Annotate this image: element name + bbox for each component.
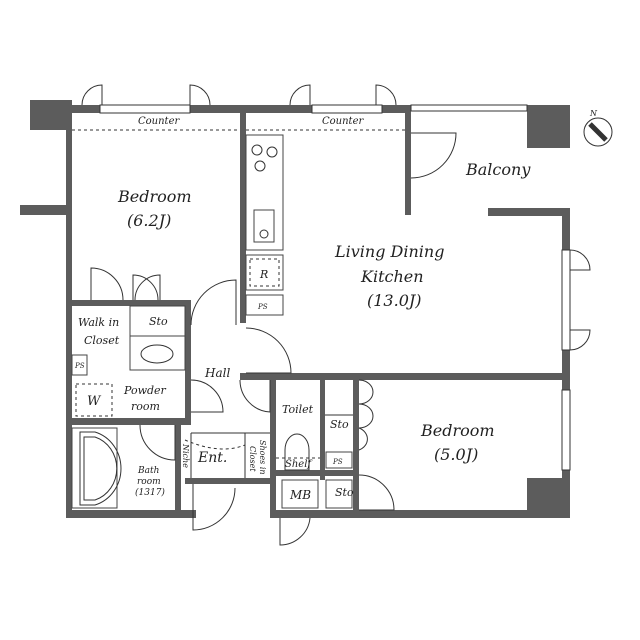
ps-label-1: PS bbox=[257, 303, 268, 311]
walk-in-closet-label-2: Closet bbox=[84, 334, 120, 347]
walls bbox=[20, 100, 570, 518]
mb-label: MB bbox=[289, 488, 311, 502]
bedroom2-label: Bedroom bbox=[420, 421, 495, 440]
counter-left-label: Counter bbox=[138, 116, 180, 127]
compass-icon: N bbox=[583, 109, 613, 147]
compass-north-label: N bbox=[589, 109, 598, 118]
bath-label-1: Bath bbox=[137, 466, 159, 476]
sto-label-3: Sto bbox=[335, 486, 354, 499]
shelf-label: Shelf bbox=[285, 459, 313, 470]
sto-label-1: Sto bbox=[149, 315, 168, 328]
ldk-label-1: Living Dining bbox=[334, 242, 444, 261]
shoes-closet-label-1: Shoes in bbox=[258, 440, 267, 475]
washer-label: W bbox=[87, 394, 102, 409]
bedroom1-size: (6.2J) bbox=[127, 211, 171, 230]
powder-room-label-2: room bbox=[131, 400, 160, 413]
hall-label: Hall bbox=[204, 366, 230, 380]
balcony-label: Balcony bbox=[465, 160, 531, 179]
refrigerator-label: R bbox=[259, 268, 268, 281]
ldk-size: (13.0J) bbox=[367, 291, 422, 310]
powder-room-label-1: Powder bbox=[123, 384, 167, 397]
toilet-label: Toilet bbox=[282, 403, 314, 416]
room-labels: Counter Counter Bedroom (6.2J) Balcony L… bbox=[74, 116, 531, 502]
ps-label-3: PS bbox=[332, 458, 343, 466]
ps-label-2: PS bbox=[74, 362, 85, 370]
windows bbox=[99, 104, 571, 471]
bath-label-2: room bbox=[137, 477, 161, 487]
bath-label-3: (1317) bbox=[135, 487, 165, 498]
niche-label: Niche bbox=[181, 443, 190, 468]
fixtures bbox=[71, 129, 405, 509]
walk-in-closet-label-1: Walk in bbox=[78, 316, 119, 329]
bedroom2-size: (5.0J) bbox=[434, 445, 478, 464]
bedroom1-label: Bedroom bbox=[117, 187, 192, 206]
counter-right-label: Counter bbox=[322, 116, 364, 127]
door-swings bbox=[81, 84, 591, 546]
shoes-closet-label-2: Closet bbox=[248, 446, 257, 472]
sto-label-2: Sto bbox=[330, 418, 349, 431]
ldk-label-2: Kitchen bbox=[360, 267, 424, 286]
entrance-label: Ent. bbox=[197, 450, 227, 466]
